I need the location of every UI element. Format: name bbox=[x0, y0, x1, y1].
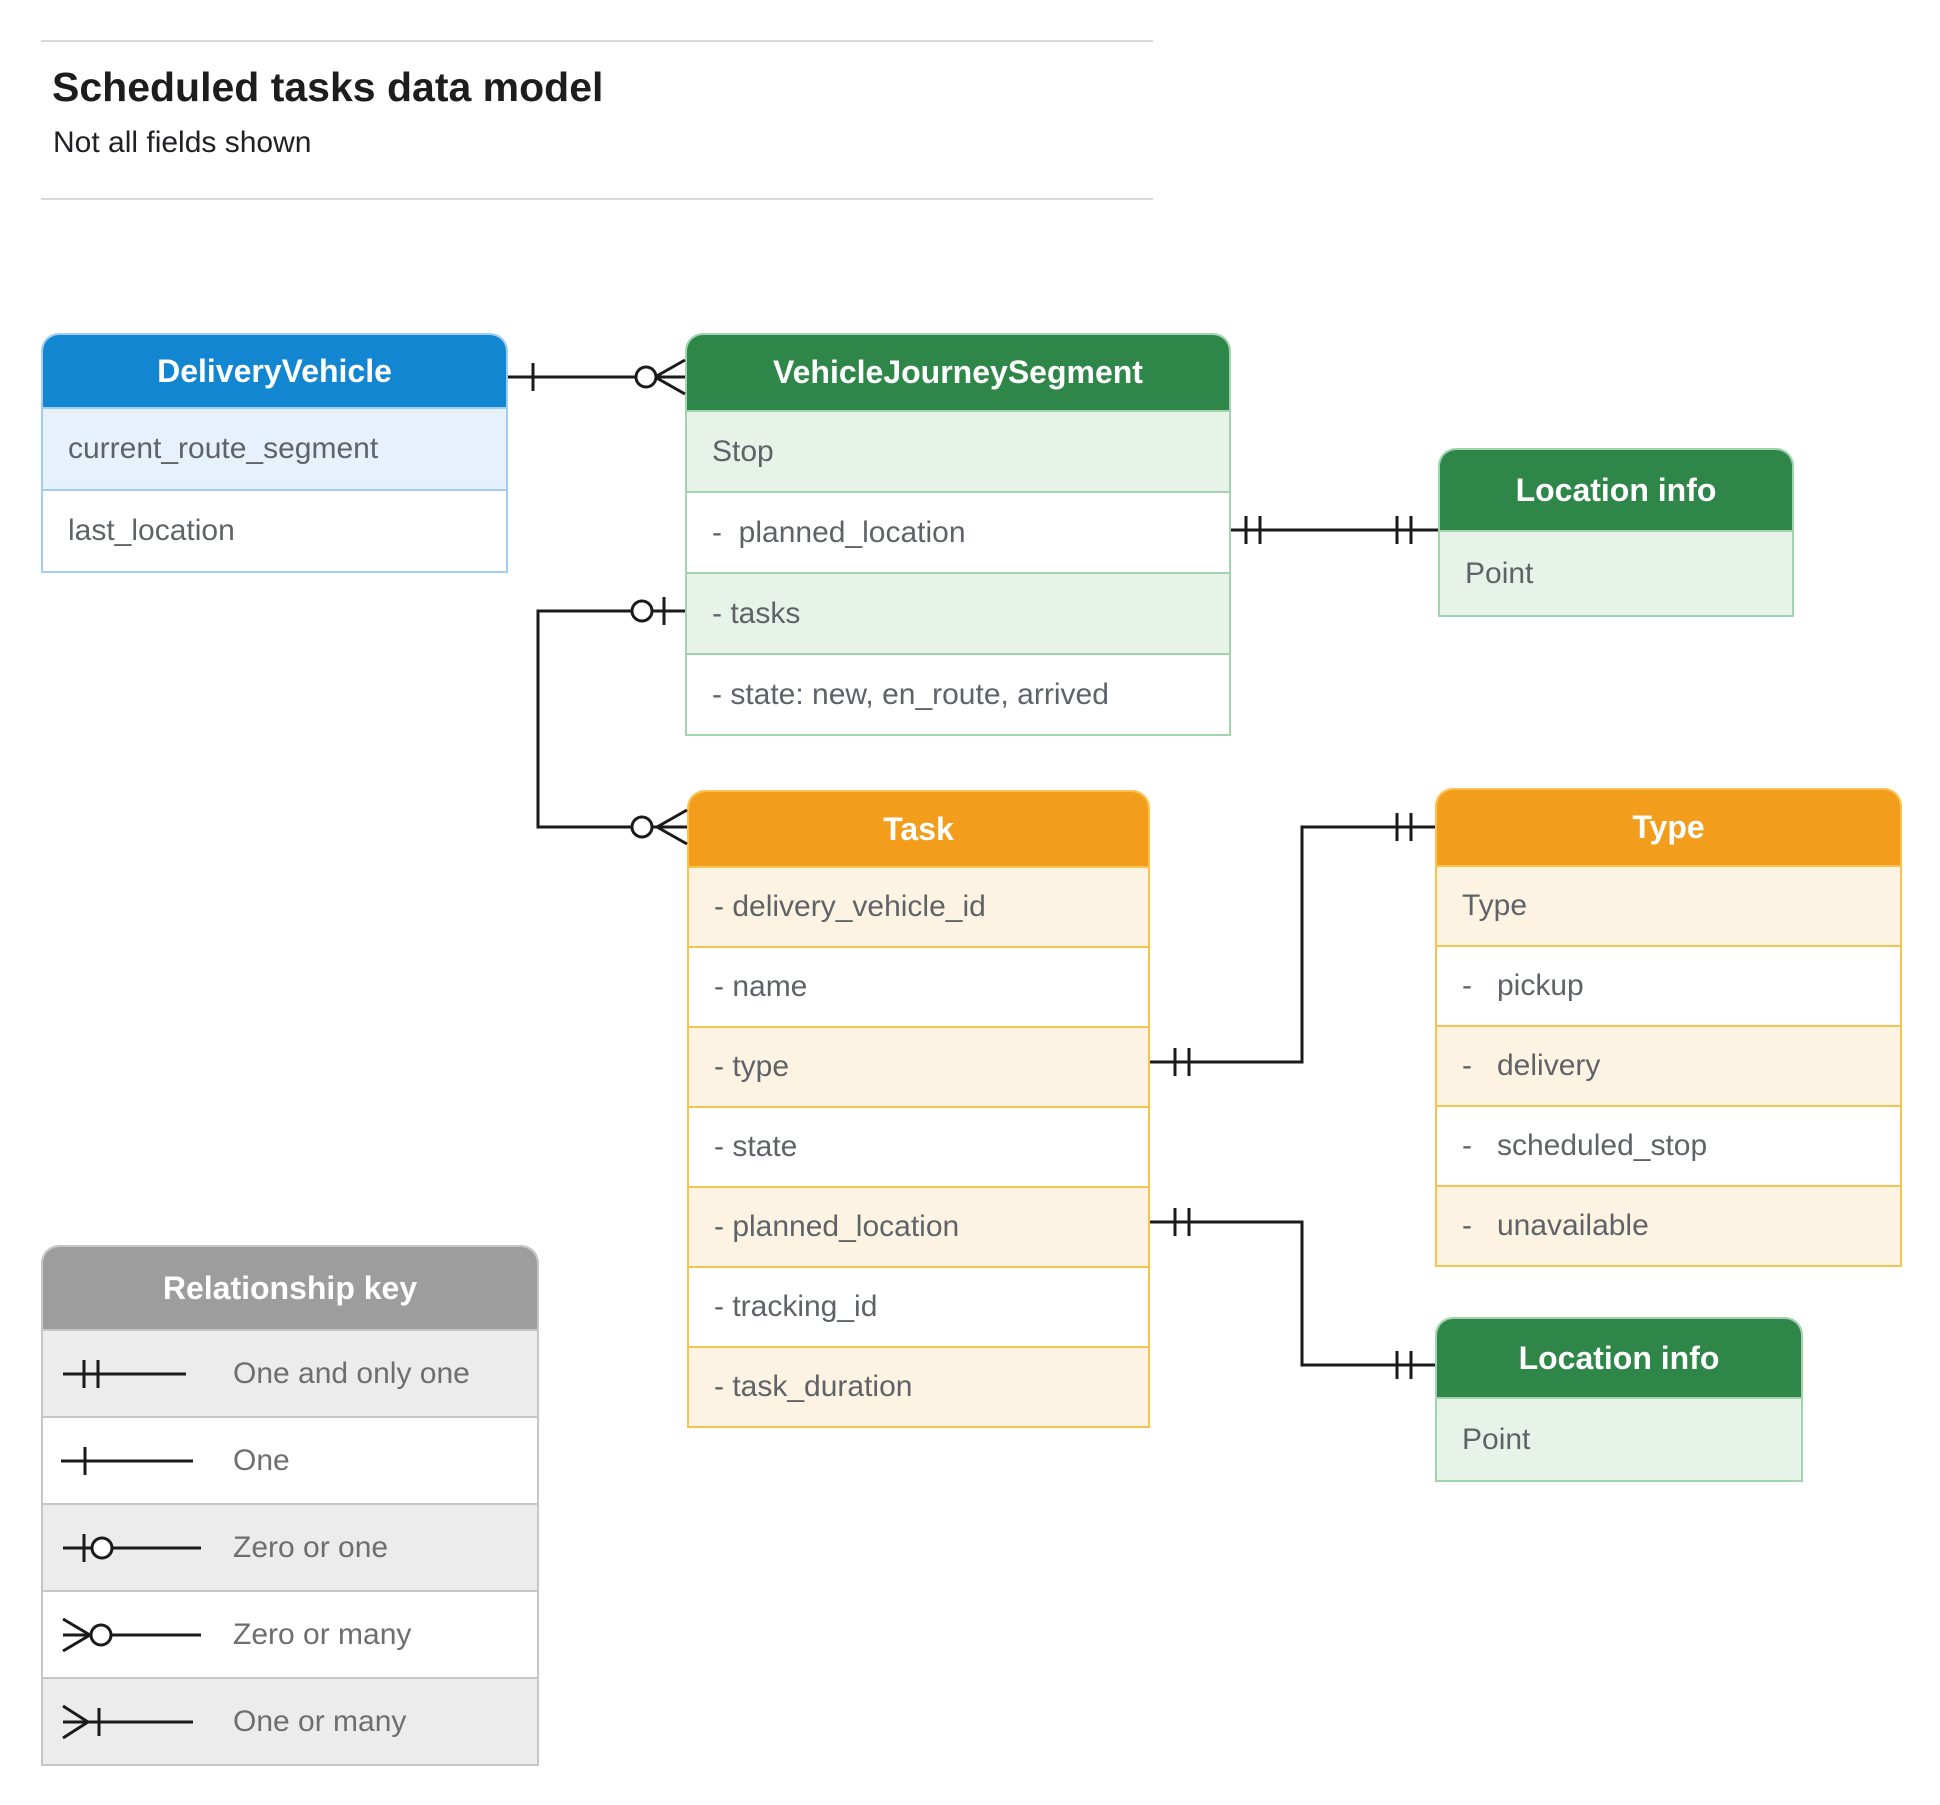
entity-type-field-0: Type bbox=[1437, 865, 1900, 945]
connector-plannedlocation-to-locationinfo-top bbox=[1231, 516, 1438, 544]
entity-type-field-2: - delivery bbox=[1437, 1025, 1900, 1105]
legend-row-zero-or-many: Zero or many bbox=[43, 1590, 537, 1677]
entity-type-field-4: - unavailable bbox=[1437, 1185, 1900, 1265]
entity-location-info-bottom-title: Location info bbox=[1437, 1319, 1801, 1397]
connector-taskplannedlocation-to-locationinfo-bottom bbox=[1150, 1208, 1435, 1379]
entity-vehiclejourneysegment-field-0: Stop bbox=[687, 410, 1229, 491]
entity-task-field-3: - state bbox=[689, 1106, 1148, 1186]
legend-row-one-and-only-one: One and only one bbox=[43, 1329, 537, 1416]
legend-row-one-or-many: One or many bbox=[43, 1677, 537, 1764]
page-title: Scheduled tasks data model bbox=[52, 64, 604, 110]
entity-task-field-2: - type bbox=[689, 1026, 1148, 1106]
entity-task: Task- delivery_vehicle_id- name- type- s… bbox=[687, 790, 1150, 1428]
relationship-key-title: Relationship key bbox=[43, 1247, 537, 1329]
legend-row-zero-or-one: Zero or one bbox=[43, 1503, 537, 1590]
entity-location-info-bottom-field-0: Point bbox=[1437, 1397, 1801, 1480]
legend-label-one: One bbox=[233, 1443, 290, 1477]
zero-or-many-symbol-icon bbox=[62, 1617, 201, 1652]
entity-vehiclejourneysegment-field-1: - planned_location bbox=[687, 491, 1229, 572]
legend-row-one: One bbox=[43, 1416, 537, 1503]
entity-vehiclejourneysegment-title: VehicleJourneySegment bbox=[687, 335, 1229, 410]
entity-location-info-top-title: Location info bbox=[1440, 450, 1792, 530]
divider-top bbox=[41, 40, 1153, 42]
legend-label-zero-or-one: Zero or one bbox=[233, 1530, 389, 1564]
connector-tasks-to-task bbox=[536, 597, 688, 846]
zero-or-one-symbol-icon bbox=[63, 1533, 201, 1562]
one-symbol-icon bbox=[61, 1446, 193, 1475]
entity-vehiclejourneysegment-field-3: - state: new, en_route, arrived bbox=[687, 653, 1229, 734]
entity-deliveryvehicle-field-0: current_route_segment bbox=[43, 407, 506, 489]
connector-tasktype-to-type bbox=[1150, 813, 1435, 1076]
divider-bottom bbox=[41, 198, 1153, 200]
entity-task-field-0: - delivery_vehicle_id bbox=[689, 866, 1148, 946]
entity-task-field-1: - name bbox=[689, 946, 1148, 1026]
entity-task-field-4: - planned_location bbox=[689, 1186, 1148, 1266]
legend-label-one-and-only-one: One and only one bbox=[233, 1356, 470, 1390]
connector-deliveryvehicle-to-vehiclejourneysegment bbox=[508, 358, 686, 396]
entity-task-title: Task bbox=[689, 792, 1148, 866]
entity-deliveryvehicle-field-1: last_location bbox=[43, 489, 506, 571]
entity-task-field-6: - task_duration bbox=[689, 1346, 1148, 1426]
entity-task-field-5: - tracking_id bbox=[689, 1266, 1148, 1346]
entity-type-title: Type bbox=[1437, 790, 1900, 865]
legend-label-one-or-many: One or many bbox=[233, 1704, 407, 1738]
entity-location-info-top-field-0: Point bbox=[1440, 530, 1792, 615]
page-subtitle: Not all fields shown bbox=[53, 126, 312, 159]
one-or-many-symbol-icon bbox=[62, 1704, 193, 1739]
entity-vehiclejourneysegment-field-2: - tasks bbox=[687, 572, 1229, 653]
entity-type-field-3: - scheduled_stop bbox=[1437, 1105, 1900, 1185]
one-and-only-one-symbol-icon bbox=[63, 1359, 186, 1388]
entity-type-field-1: - pickup bbox=[1437, 945, 1900, 1025]
legend-label-zero-or-many: Zero or many bbox=[233, 1617, 412, 1651]
entity-deliveryvehicle-title: DeliveryVehicle bbox=[43, 335, 506, 407]
